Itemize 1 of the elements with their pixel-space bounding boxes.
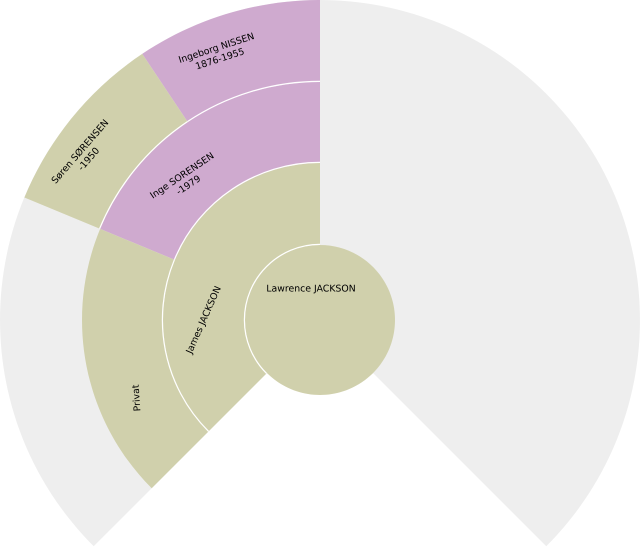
node-label: Privat [132, 384, 140, 411]
